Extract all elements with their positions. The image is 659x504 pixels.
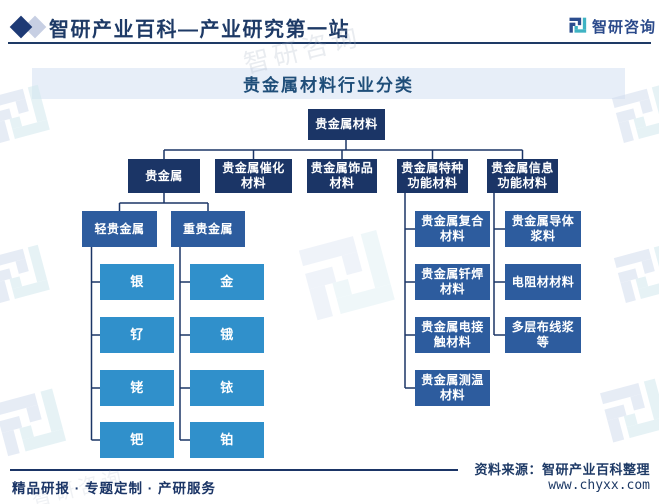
tree-node-iridium: 铱 bbox=[190, 370, 264, 406]
tree-node-heavy-metals-group: 重贵金属 bbox=[171, 211, 245, 247]
tree-node-platinum: 铂 bbox=[190, 422, 264, 458]
tree-node-electrical-contact-material: 贵金属电接 触材料 bbox=[415, 317, 490, 353]
tree-node-temperature-measuring-material: 贵金属测温 材料 bbox=[415, 370, 490, 406]
tree-node-composite-material: 贵金属复合 材料 bbox=[415, 211, 490, 247]
zhiyan-logo-icon bbox=[569, 17, 587, 33]
page-title: 智研产业百科—产业研究第一站 bbox=[49, 19, 350, 41]
tree-node-gold: 金 bbox=[190, 264, 264, 300]
tree-node-multilayer-wiring-paste: 多层布线浆 等 bbox=[505, 317, 581, 353]
tree-node-root: 贵金属材料 bbox=[308, 109, 385, 140]
tree-node-palladium: 钯 bbox=[100, 422, 174, 458]
tree-node-precious-metal: 贵金属 bbox=[128, 159, 200, 193]
footer-website-link[interactable]: www.chyxx.com bbox=[548, 478, 650, 493]
tree-node-rhodium: 铑 bbox=[100, 370, 174, 406]
header-divider bbox=[8, 42, 651, 44]
brand-name: 智研咨询 bbox=[592, 18, 657, 36]
tree-node-special-function-material: 贵金属特种 功能材料 bbox=[397, 159, 468, 193]
tree-node-info-function-material: 贵金属信息 功能材料 bbox=[487, 159, 558, 193]
tree-node-catalytic-material: 贵金属催化 材料 bbox=[215, 159, 292, 193]
tree-node-brazing-material: 贵金属钎焊 材料 bbox=[415, 264, 490, 300]
tree-node-silver: 银 bbox=[100, 264, 174, 300]
chart-title: 贵金属材料行业分类 bbox=[243, 76, 414, 95]
footer-divider bbox=[10, 469, 458, 471]
tree-node-conductor-paste: 贵金属导体 浆料 bbox=[505, 211, 581, 247]
tree-node-osmium: 锇 bbox=[190, 317, 264, 353]
brand-logo: 智研咨询 bbox=[567, 15, 656, 37]
footer-source: 资料来源：智研产业百科整理 bbox=[474, 462, 650, 477]
tree-node-jewelry-material: 贵金属饰品 材料 bbox=[307, 159, 377, 193]
tree-node-resistor-material: 电阻材材料 bbox=[505, 264, 581, 300]
tree-node-ruthenium: 钌 bbox=[100, 317, 174, 353]
tree-node-light-metals-group: 轻贵金属 bbox=[82, 211, 157, 247]
chart-title-band: 贵金属材料行业分类 bbox=[32, 68, 625, 99]
footer-services: 精品研报 · 专题定制 · 产研服务 bbox=[12, 481, 216, 496]
